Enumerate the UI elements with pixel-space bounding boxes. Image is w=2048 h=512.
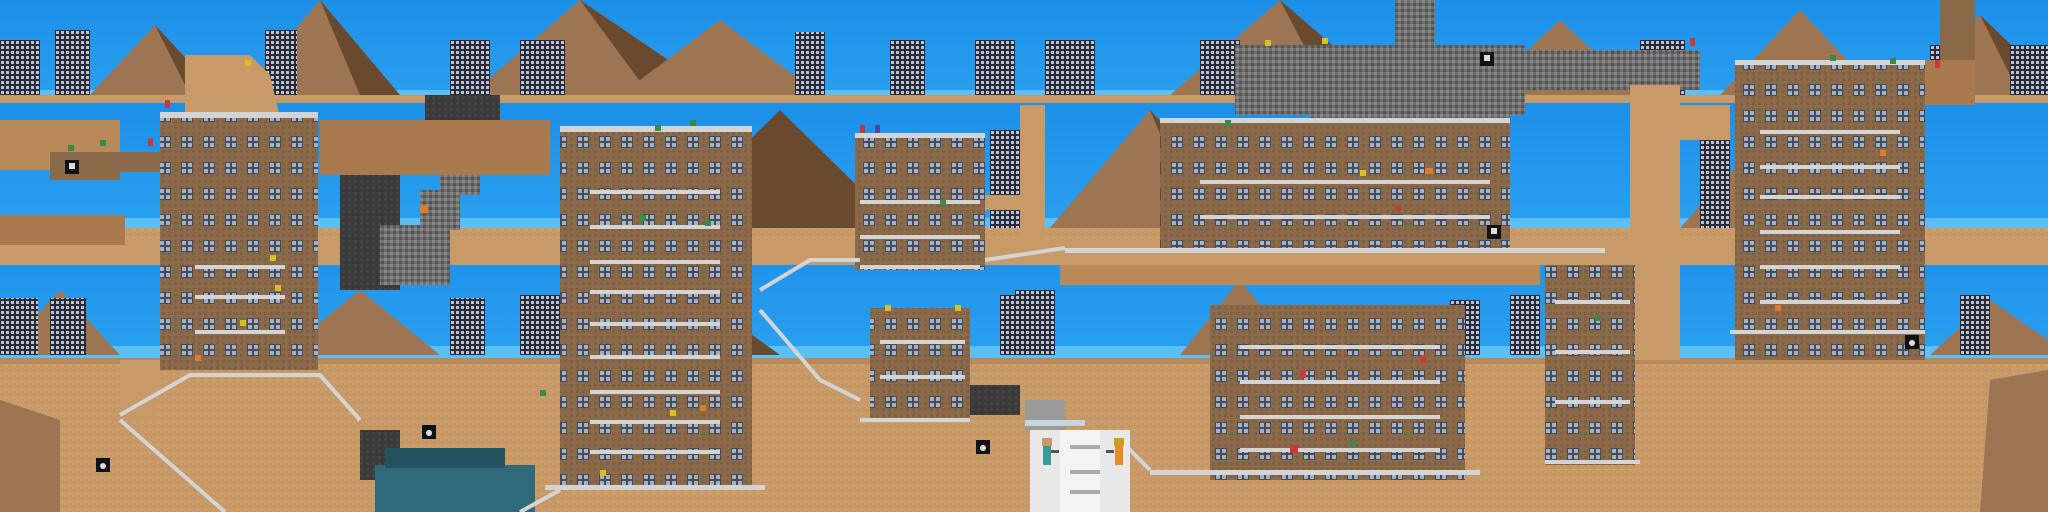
desert-ground xyxy=(0,95,2048,512)
computer-terminal-icon[interactable] xyxy=(1487,225,1501,239)
player-1[interactable] xyxy=(1042,438,1059,465)
water-pool xyxy=(375,465,535,512)
bomb-icon[interactable] xyxy=(422,425,436,439)
computer-terminal-icon[interactable] xyxy=(1480,52,1494,66)
player-2[interactable] xyxy=(1106,438,1124,465)
bomb-icon[interactable] xyxy=(96,458,110,472)
enemies xyxy=(68,38,1940,476)
background-skyscrapers xyxy=(0,30,2048,470)
computer-terminal-icon[interactable] xyxy=(65,160,79,174)
elevator-shaft xyxy=(1025,400,1130,512)
bomb-icon[interactable] xyxy=(1905,335,1919,349)
platforms xyxy=(195,130,1925,490)
bomb-icon[interactable] xyxy=(976,440,990,454)
